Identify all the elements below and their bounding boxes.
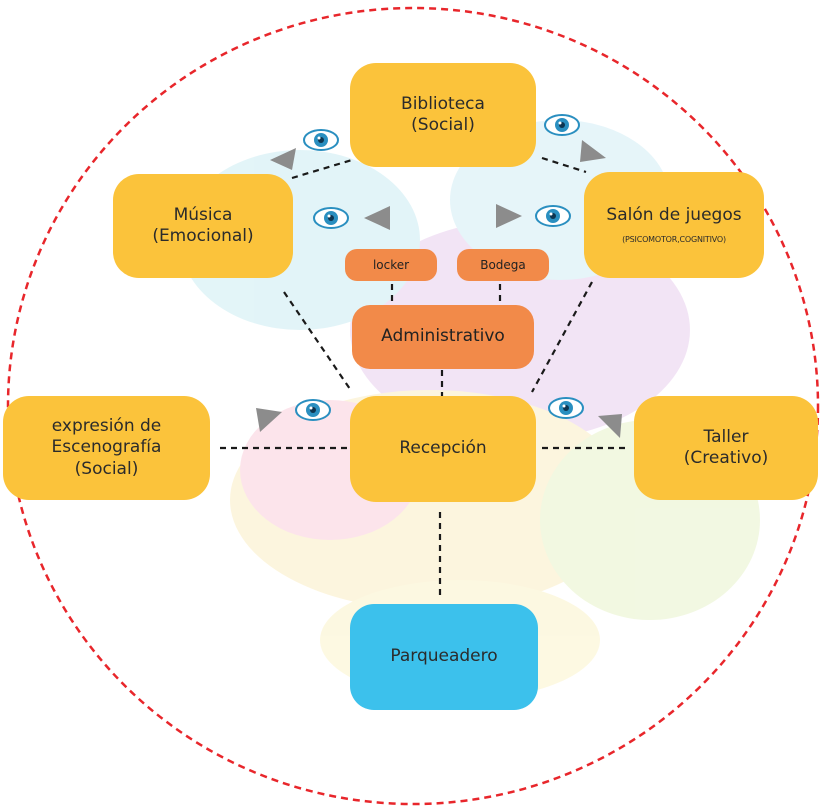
locker-label: locker (372, 257, 410, 272)
eye-icon (313, 207, 349, 229)
view-arrow-right (496, 204, 522, 228)
connector-musica-biblioteca (291, 158, 353, 180)
node-salon-de-juegos: Salón de juegos (PSICOMOTOR,COGNITIVO) (584, 172, 764, 278)
connector-salon-recepcion (531, 281, 593, 393)
node-locker: locker (345, 249, 437, 281)
salon-label: Salón de juegos (606, 205, 742, 226)
taller-label: Taller (703, 426, 749, 447)
node-recepcion: Recepción (350, 396, 536, 502)
expresion-line2: Escenografía (51, 437, 162, 458)
view-arrow-left (270, 148, 296, 170)
view-arrow-right (256, 408, 282, 432)
connector-musica-recepcion (283, 291, 353, 393)
view-arrow-right (580, 140, 606, 162)
taller-category: (Creativo) (683, 448, 769, 468)
biblioteca-label: Biblioteca (401, 93, 485, 114)
eye-icon (544, 114, 580, 136)
node-administrativo: Administrativo (352, 305, 534, 369)
expresion-line1: expresión de (51, 416, 162, 437)
eye-icon (548, 397, 584, 419)
eye-icon (535, 205, 571, 227)
connector-biblioteca-salon (541, 156, 587, 174)
node-taller: Taller (Creativo) (634, 396, 818, 500)
recepcion-label: Recepción (399, 438, 487, 459)
salon-category: (PSICOMOTOR,COGNITIVO) (622, 234, 726, 244)
node-biblioteca: Biblioteca (Social) (350, 63, 536, 167)
expresion-category: (Social) (74, 458, 139, 479)
view-arrow-left (364, 206, 390, 230)
administrativo-label: Administrativo (381, 326, 505, 347)
musica-label: Música (173, 204, 233, 225)
eye-icon (303, 129, 339, 151)
parqueadero-label: Parqueadero (390, 646, 498, 667)
node-musica: Música (Emocional) (113, 174, 293, 278)
bodega-label: Bodega (480, 257, 526, 272)
node-bodega: Bodega (457, 249, 549, 281)
biblioteca-category: (Social) (411, 115, 475, 135)
musica-category: (Emocional) (152, 226, 254, 246)
node-expresion-escenografia: expresión de Escenografía (Social) (3, 396, 210, 500)
view-arrow-right (598, 414, 622, 438)
node-parqueadero: Parqueadero (350, 604, 538, 710)
eye-icon (295, 399, 331, 421)
